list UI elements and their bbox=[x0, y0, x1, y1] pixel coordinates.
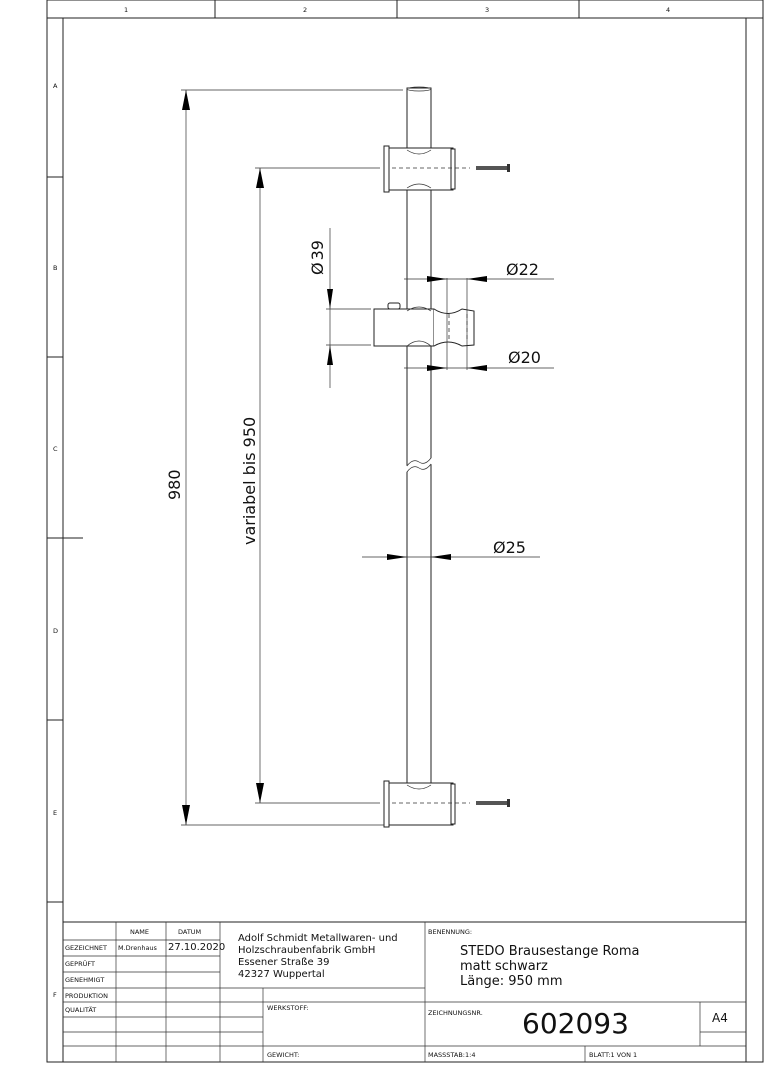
title-line: STEDO Brausestange Roma bbox=[460, 944, 640, 959]
dimension-label-20: 20 bbox=[521, 348, 541, 367]
row-label: E bbox=[53, 809, 57, 817]
svg-text:Ø39: Ø 39 bbox=[308, 240, 327, 275]
screw-icon bbox=[476, 166, 508, 170]
scale-label: MASSSTAB:1:4 bbox=[428, 1051, 475, 1059]
diameter-symbol: Ø bbox=[308, 262, 327, 275]
drawn-date: 27.10.2020 bbox=[168, 942, 225, 953]
title-block: NAME DATUM GEZEICHNET GEPRÜFT GENEHMIGT … bbox=[62, 921, 747, 1063]
company-line: Essener Straße 39 bbox=[238, 957, 330, 968]
row-geprueft: GEPRÜFT bbox=[65, 959, 95, 968]
dimension-label-22: 22 bbox=[519, 260, 539, 279]
bottom-wall-bracket bbox=[383, 780, 510, 828]
row-gezeichnet: GEZEICHNET bbox=[65, 944, 107, 952]
top-wall-bracket bbox=[383, 145, 510, 193]
zeichnungsnr-label: ZEICHNUNGSNR. bbox=[428, 1009, 483, 1017]
dimension-label-25: 25 bbox=[506, 538, 526, 557]
column-label: 2 bbox=[303, 6, 307, 14]
name-header: NAME bbox=[130, 928, 149, 936]
paper-format: A4 bbox=[712, 1011, 728, 1025]
title-line: matt schwarz bbox=[460, 959, 548, 974]
screw-icon bbox=[476, 801, 508, 805]
dimension-diameter-39: Ø 39 bbox=[308, 228, 371, 388]
company-line: 42327 Wuppertal bbox=[238, 969, 325, 980]
row-genehmigt: GENEHMIGT bbox=[65, 976, 104, 984]
dimension-diameter-22: Ø22 bbox=[404, 260, 554, 282]
dimension-variable-length: variabel bis 950 bbox=[240, 167, 380, 804]
gewicht-label: GEWICHT: bbox=[267, 1051, 299, 1059]
row-label: A bbox=[53, 82, 58, 90]
werkstoff-label: WERKSTOFF: bbox=[267, 1004, 309, 1012]
dimension-label-39: 39 bbox=[308, 240, 327, 260]
benennung-label: BENENNUNG: bbox=[428, 928, 472, 936]
dimension-diameter-25: Ø25 bbox=[362, 538, 540, 560]
drawing-number: 602093 bbox=[522, 1007, 629, 1040]
column-label: 3 bbox=[485, 6, 489, 14]
svg-text:Ø22: Ø22 bbox=[506, 260, 539, 279]
svg-text:Ø20: Ø20 bbox=[508, 348, 541, 367]
company-line: Adolf Schmidt Metallwaren- und bbox=[238, 933, 398, 944]
row-produktion: PRODUKTION bbox=[65, 992, 108, 1000]
drawn-by: M.Drenhaus bbox=[118, 944, 158, 952]
diameter-symbol: Ø bbox=[508, 348, 521, 367]
diameter-symbol: Ø bbox=[493, 538, 506, 557]
row-label: C bbox=[53, 445, 58, 453]
dimension-label-variable: variabel bis 950 bbox=[240, 417, 259, 545]
row-qualitaet: QUALITÄT bbox=[65, 1005, 96, 1014]
row-label: D bbox=[53, 627, 58, 635]
row-label: F bbox=[53, 991, 57, 999]
dimension-diameter-20: Ø20 bbox=[404, 348, 554, 371]
date-header: DATUM bbox=[178, 928, 201, 936]
sheet-label: BLATT:1 VON 1 bbox=[589, 1051, 637, 1059]
row-label: B bbox=[53, 264, 57, 272]
shower-head-slider bbox=[373, 278, 475, 370]
diameter-symbol: Ø bbox=[506, 260, 519, 279]
title-line: Länge: 950 mm bbox=[460, 974, 562, 989]
dimension-overall-length: 980 bbox=[165, 89, 403, 826]
column-label: 1 bbox=[124, 6, 128, 14]
company-line: Holzschraubenfabrik GmbH bbox=[238, 945, 375, 956]
dimension-label-980: 980 bbox=[165, 469, 184, 500]
column-label: 4 bbox=[666, 6, 670, 14]
svg-text:Ø25: Ø25 bbox=[493, 538, 526, 557]
shower-rail-rod bbox=[405, 86, 433, 826]
